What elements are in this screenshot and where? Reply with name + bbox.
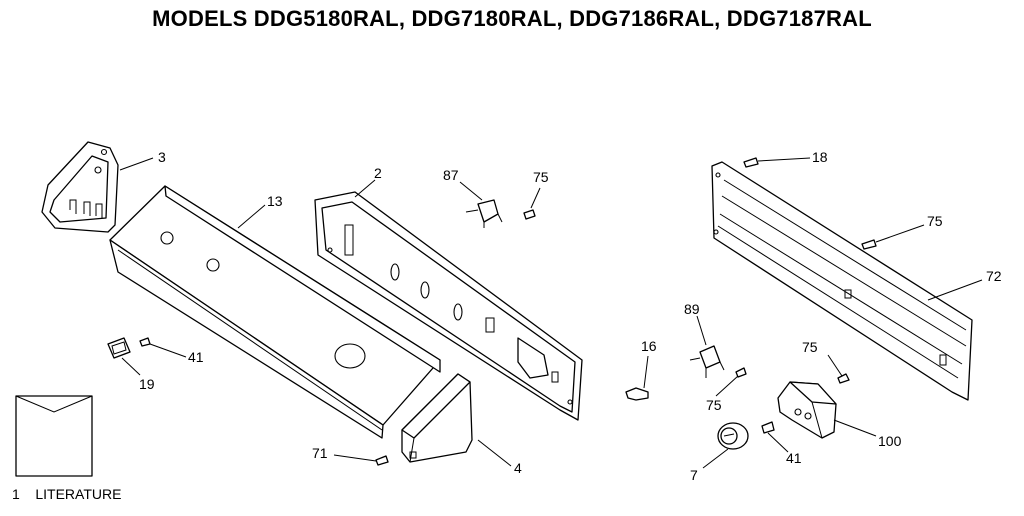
- part-13-control-panel: [109, 185, 441, 439]
- part-16-knob: [625, 387, 649, 401]
- part-100-timer: [777, 381, 837, 439]
- label-75-top: 75: [533, 169, 549, 185]
- part-75-screw-low: [837, 373, 850, 384]
- part-75-screw-top: [523, 209, 536, 220]
- label-19: 19: [139, 376, 155, 392]
- label-75-mid: 75: [706, 397, 722, 413]
- part-7-timer-knob: [717, 422, 749, 450]
- diagram-title: MODELS DDG5180RAL, DDG7180RAL, DDG7186RA…: [152, 6, 872, 31]
- literature-number: 1: [12, 486, 20, 502]
- part-87-switch: [465, 199, 503, 228]
- literature-text: LITERATURE: [35, 486, 122, 502]
- part-75-screw-mid: [735, 367, 747, 378]
- part-41-screw-right: [761, 421, 775, 434]
- label-18: 18: [812, 149, 828, 165]
- literature-envelope: [15, 395, 93, 477]
- label-2: 2: [374, 165, 382, 181]
- label-71: 71: [312, 445, 328, 461]
- label-41-left: 41: [188, 349, 204, 365]
- part-2-panel-frame: [314, 191, 583, 421]
- part-89-switch: [689, 345, 725, 378]
- label-100: 100: [878, 433, 902, 449]
- label-87: 87: [443, 167, 459, 183]
- literature-caption: 1 LITERATURE: [12, 486, 121, 502]
- part-19-clip: [107, 337, 131, 359]
- label-72: 72: [986, 268, 1002, 284]
- label-75-low: 75: [802, 339, 818, 355]
- label-41-right: 41: [786, 450, 802, 466]
- part-75-screw-rear: [861, 239, 877, 250]
- label-16: 16: [641, 338, 657, 354]
- part-72-rear-panel: [711, 161, 973, 401]
- part-18-screw: [743, 157, 759, 168]
- label-7: 7: [690, 467, 698, 483]
- part-3-end-cap: [41, 141, 119, 233]
- label-4: 4: [514, 460, 522, 476]
- part-71-screw: [375, 455, 389, 466]
- label-13: 13: [267, 193, 283, 209]
- label-75-rear: 75: [927, 213, 943, 229]
- part-41-screw-left: [139, 337, 151, 347]
- part-4-end-cap: [401, 373, 473, 463]
- label-89: 89: [684, 301, 700, 317]
- label-3: 3: [158, 149, 166, 165]
